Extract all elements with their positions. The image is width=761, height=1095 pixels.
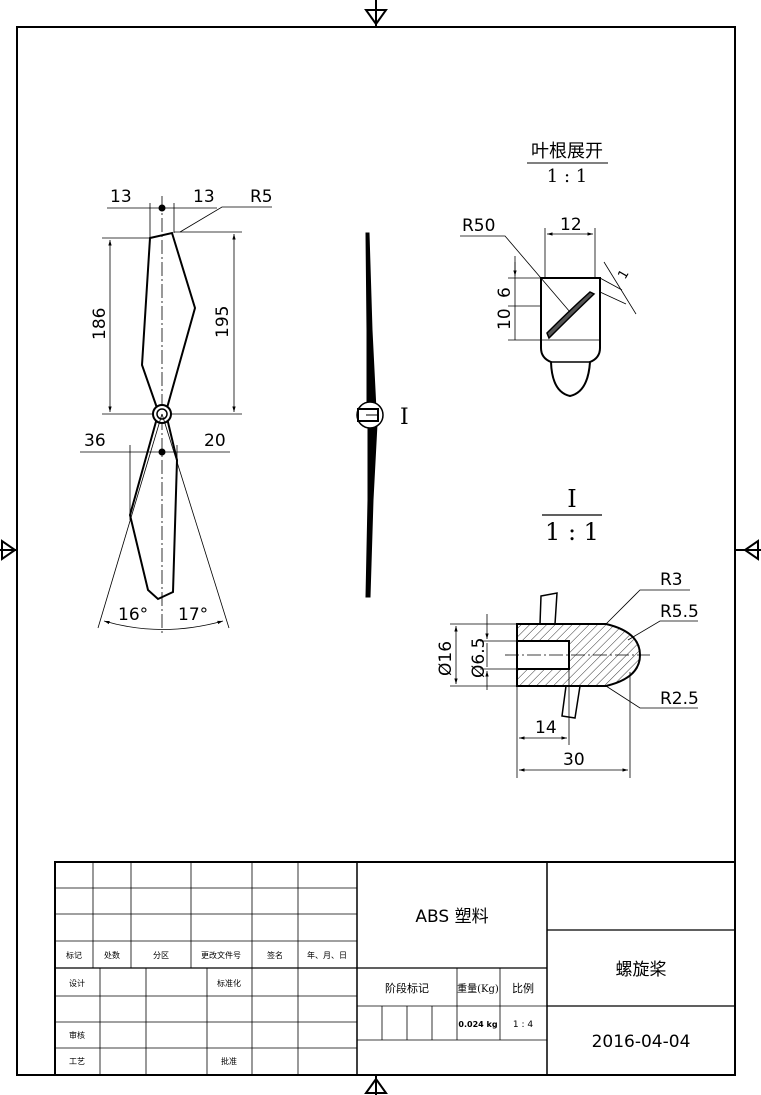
label-stage: 阶段标记 [385, 981, 429, 995]
dim-d6-5: Ø6.5 [469, 638, 489, 678]
dim-36: 36 [84, 431, 106, 451]
dim-195: 195 [213, 306, 233, 338]
dim-20: 20 [204, 431, 226, 451]
dim-d16: Ø16 [436, 641, 456, 676]
label-approve: 批准 [221, 1056, 237, 1066]
dim-186: 186 [90, 308, 110, 340]
lower-blade-outline [128, 417, 179, 601]
dim-1: 1 [615, 267, 632, 282]
weight-value: 0.024 kg [458, 1020, 497, 1029]
label-review: 审核 [69, 1030, 85, 1040]
side-blade-lower [365, 423, 378, 598]
dim-r5: R5 [250, 187, 273, 207]
side-view: I [356, 232, 409, 598]
dim-r5-5: R5.5 [660, 602, 699, 622]
detail-title: I [567, 485, 576, 513]
dim-r50: R50 [462, 216, 495, 236]
blade-root-scale: 1 : 1 [547, 166, 587, 187]
dim-10: 10 [495, 308, 515, 330]
rev-label-mark: 标记 [66, 950, 82, 960]
detail-i-view: I 1 : 1 R3 R5.5 R2.5 Ø16 Ø6.5 [436, 485, 699, 778]
title-block [54, 861, 736, 1076]
upper-blade-outline [140, 231, 197, 409]
dim-13-left: 13 [110, 187, 132, 207]
angle-16: 16° [118, 605, 148, 625]
label-scale: 比例 [512, 981, 534, 995]
rev-label-sign: 签名 [267, 950, 283, 960]
front-view: 13 13 R5 186 195 36 20 16° 17° [80, 187, 273, 636]
label-process: 工艺 [69, 1057, 85, 1066]
dim-30: 30 [563, 750, 585, 770]
drawing-border [16, 26, 736, 1076]
dim-14: 14 [535, 718, 557, 738]
part-name: 螺旋桨 [616, 960, 667, 980]
dim-13-right: 13 [193, 187, 215, 207]
rev-label-docno: 更改文件号 [201, 950, 241, 960]
blade-root-view: 叶根展开 1 : 1 12 R50 6 10 1 [460, 141, 637, 398]
label-design: 设计 [69, 978, 85, 988]
label-standardize: 标准化 [217, 978, 241, 988]
dim-12: 12 [560, 215, 582, 235]
rev-label-date: 年、月、日 [307, 950, 347, 960]
hub-inner [156, 408, 168, 420]
scale-value: 1 : 4 [513, 1020, 533, 1030]
label-weight: 重量(Kg) [457, 982, 499, 995]
angle-17: 17° [178, 605, 208, 625]
rev-label-count: 处数 [104, 950, 120, 960]
material: ABS 塑料 [415, 907, 488, 927]
title-block-text: 标记 处数 分区 更改文件号 签名 年、月、日 设计 标准化 审核 工艺 批准 … [66, 907, 690, 1066]
rev-label-zone: 分区 [153, 951, 169, 960]
blade-root-title: 叶根展开 [531, 141, 603, 162]
dim-r2-5: R2.5 [660, 689, 699, 709]
dim-6: 6 [495, 287, 515, 298]
side-blade-upper [365, 232, 377, 411]
detail-marker-i: I [400, 405, 409, 430]
drawing-date: 2016-04-04 [592, 1032, 691, 1052]
detail-scale: 1 : 1 [545, 518, 599, 546]
dim-r3: R3 [660, 570, 683, 590]
root-body-outline [540, 277, 601, 398]
